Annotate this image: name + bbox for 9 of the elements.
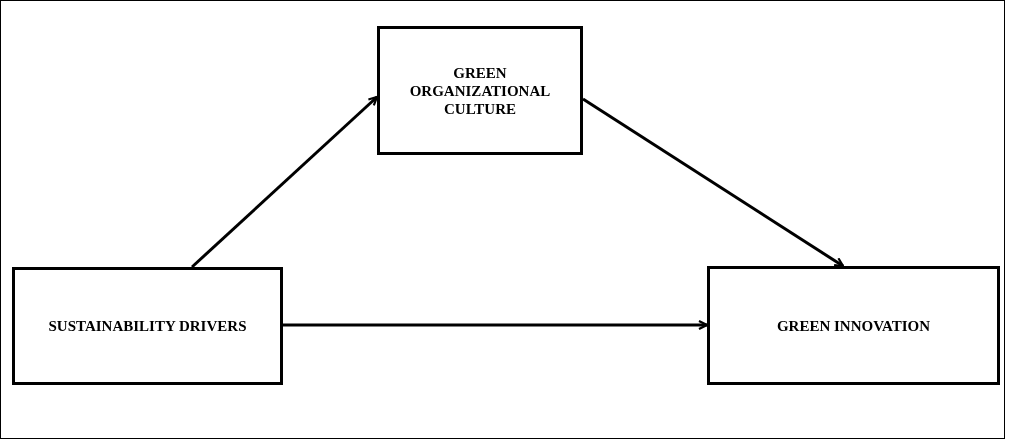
concept-box (12, 267, 283, 385)
arrow (582, 97, 845, 268)
arrow (191, 95, 379, 269)
box-label: SUSTAINABILITY DRIVERS (47, 317, 248, 335)
box-label: GREEN ORGANIZATIONAL CULTURE (408, 63, 552, 118)
concept-box (377, 26, 583, 155)
box-label: GREEN INNOVATION (775, 316, 932, 335)
concept-box (707, 266, 1000, 385)
arrow (283, 319, 709, 331)
